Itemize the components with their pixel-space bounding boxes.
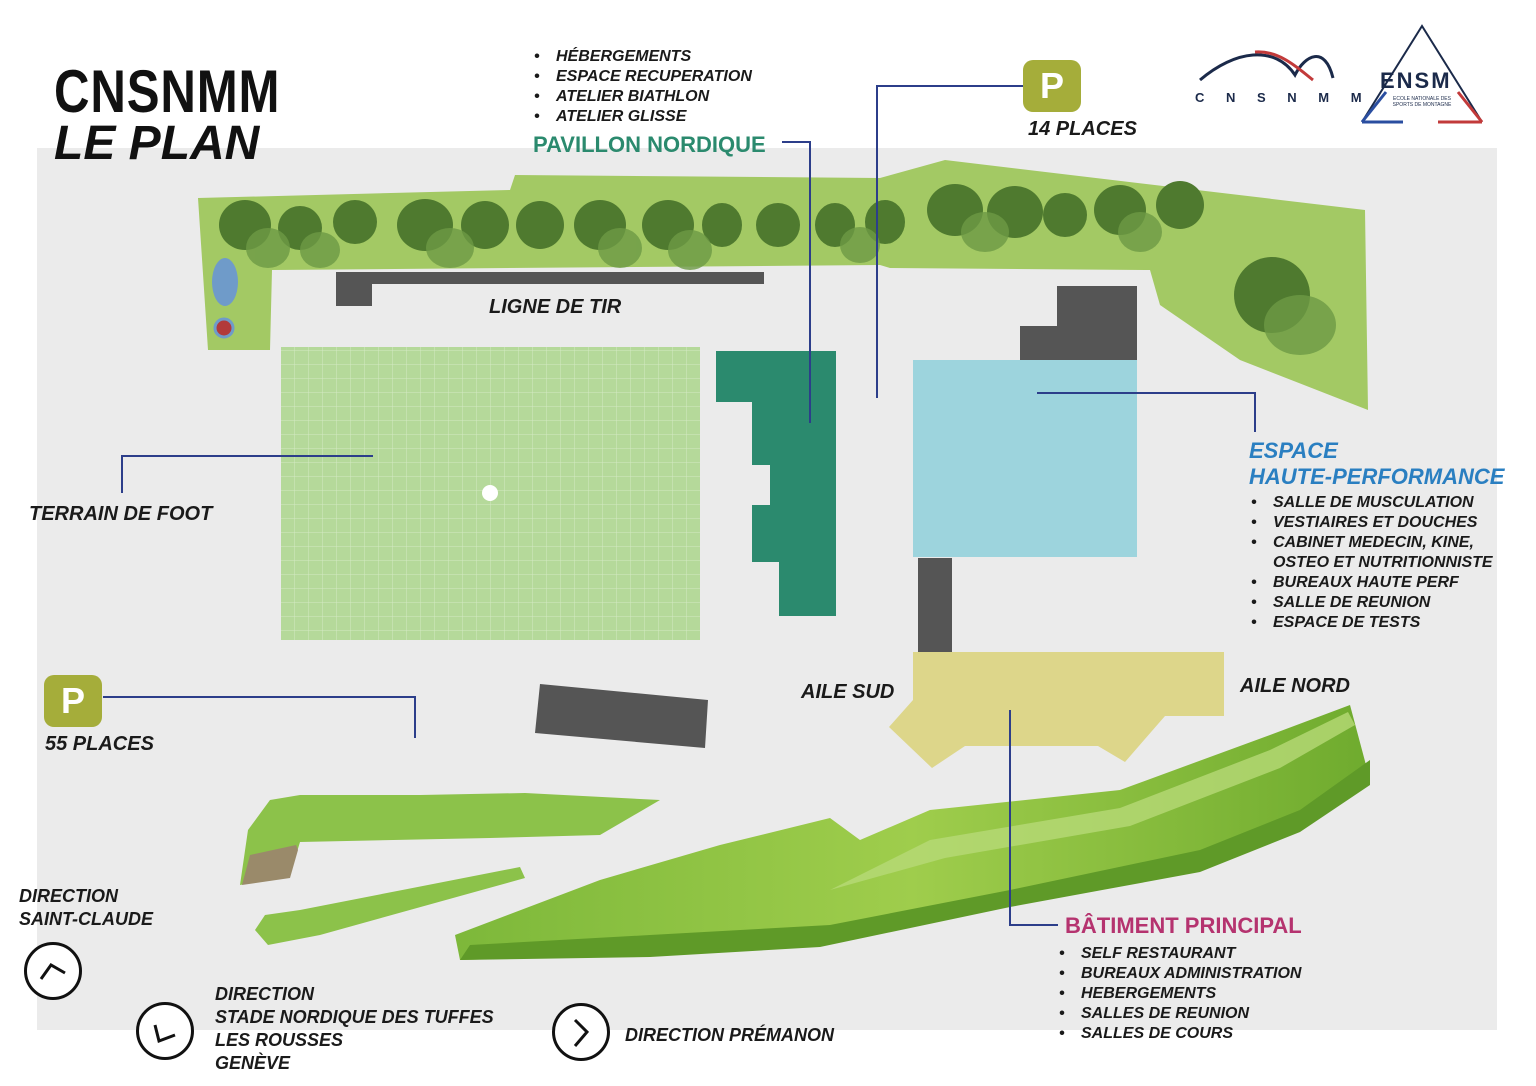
ski-track bbox=[255, 867, 525, 945]
ligne-de-tir-label: LIGNE DE TIR bbox=[489, 296, 622, 318]
list-item: HEBERGEMENTS bbox=[1057, 984, 1301, 1004]
espace-hp-annex bbox=[1020, 286, 1137, 360]
ensm-logo-subtext: ECOLE NATIONALE DES SPORTS DE MONTAGNE bbox=[1392, 96, 1452, 108]
espace-hp-heading-line1: ESPACE bbox=[1249, 438, 1338, 463]
pavillon-heading: PAVILLON NORDIQUE bbox=[533, 132, 766, 157]
hill-main bbox=[455, 705, 1370, 960]
leader-lines bbox=[103, 85, 1256, 926]
direction-tuffes-line: STADE NORDIQUE DES TUFFES bbox=[215, 1007, 494, 1027]
terrain-foot-label: TERRAIN DE FOOT bbox=[29, 503, 213, 525]
pavillon-nordique-building bbox=[716, 351, 836, 616]
parking-top-icon: P bbox=[1023, 60, 1081, 112]
cnsnmm-logo: C N S N M M bbox=[1195, 40, 1362, 105]
list-item: CABINET MEDECIN, KINE, bbox=[1249, 533, 1493, 553]
direction-tuffes-line: GENÈVE bbox=[215, 1053, 291, 1073]
batiment-heading: BÂTIMENT PRINCIPAL bbox=[1065, 913, 1302, 938]
ensm-logo-text: ENSM bbox=[1380, 68, 1452, 93]
page-subtitle: LE PLAN bbox=[54, 117, 260, 170]
direction-arrow-icon bbox=[136, 1002, 194, 1060]
hill-main-highlight bbox=[830, 712, 1355, 890]
batiment-principal-building bbox=[889, 652, 1224, 768]
list-item: HÉBERGEMENTS bbox=[532, 47, 752, 67]
direction-saint-claude-line2: SAINT-CLAUDE bbox=[19, 909, 153, 929]
pavillon-list: HÉBERGEMENTS ESPACE RECUPERATION ATELIER… bbox=[532, 47, 752, 127]
connector-building bbox=[918, 558, 952, 652]
list-item: BUREAUX ADMINISTRATION bbox=[1057, 964, 1301, 984]
page-title: CNSNMM bbox=[54, 58, 281, 125]
pond bbox=[212, 258, 238, 306]
hill-left bbox=[240, 793, 660, 885]
pond-marker bbox=[213, 317, 235, 339]
direction-premanon-label: DIRECTION PRÉMANON bbox=[625, 1025, 835, 1045]
list-item: SELF RESTAURANT bbox=[1057, 944, 1301, 964]
list-item: BUREAUX HAUTE PERF bbox=[1249, 573, 1493, 593]
aile-sud-label: AILE SUD bbox=[801, 681, 895, 703]
direction-tuffes-line: LES ROUSSES bbox=[215, 1030, 344, 1050]
espace-hp-heading: ESPACE HAUTE-PERFORMANCE bbox=[1249, 438, 1504, 490]
parking-left-icon: P bbox=[44, 675, 102, 727]
list-item: SALLES DE COURS bbox=[1057, 1024, 1301, 1044]
list-item: SALLE DE MUSCULATION bbox=[1249, 493, 1493, 513]
terrain-foot-center bbox=[482, 485, 498, 501]
espace-hp-building bbox=[913, 360, 1137, 557]
espace-hp-heading-line2: HAUTE-PERFORMANCE bbox=[1249, 464, 1505, 489]
arrow-right-icon bbox=[573, 1018, 590, 1047]
hill-main-grass bbox=[460, 760, 1370, 960]
ligne-de-tir-bar bbox=[336, 272, 764, 284]
espace-hp-list: SALLE DE MUSCULATION VESTIAIRES ET DOUCH… bbox=[1249, 493, 1493, 633]
arrow-down-left-icon bbox=[153, 1024, 176, 1043]
list-item: OSTEO ET NUTRITIONNISTE bbox=[1273, 554, 1493, 571]
ensm-logo-triangle bbox=[1360, 24, 1484, 124]
tree-shadows bbox=[246, 212, 1336, 355]
list-item: VESTIAIRES ET DOUCHES bbox=[1249, 513, 1493, 533]
list-item: ATELIER BIATHLON bbox=[532, 87, 752, 107]
direction-arrow-icon bbox=[24, 942, 82, 1000]
list-item: ESPACE RECUPERATION bbox=[532, 67, 752, 87]
ligne-de-tir-block bbox=[336, 272, 372, 306]
list-item: SALLE DE REUNION bbox=[1249, 593, 1493, 613]
parking-top-label: 14 PLACES bbox=[1028, 118, 1137, 140]
arrow-up-left-icon bbox=[39, 963, 66, 980]
direction-tuffes-line: DIRECTION bbox=[215, 984, 314, 1004]
ensm-logo: ENSM ECOLE NATIONALE DES SPORTS DE MONTA… bbox=[1358, 22, 1486, 128]
direction-arrow-icon bbox=[552, 1003, 610, 1061]
hill-left-base bbox=[242, 845, 298, 885]
direction-tuffes-label: DIRECTION STADE NORDIQUE DES TUFFES LES … bbox=[215, 983, 494, 1075]
cnsnmm-logo-text: C N S N M M bbox=[1195, 90, 1371, 105]
parking-left-label: 55 PLACES bbox=[45, 733, 154, 755]
cnsnmm-logo-swoosh bbox=[1199, 50, 1335, 82]
aile-nord-label: AILE NORD bbox=[1240, 675, 1350, 697]
grey-building bbox=[535, 684, 708, 748]
list-item: ESPACE DE TESTS bbox=[1249, 613, 1493, 633]
direction-saint-claude-line1: DIRECTION bbox=[19, 886, 118, 906]
batiment-list: SELF RESTAURANT BUREAUX ADMINISTRATION H… bbox=[1057, 944, 1301, 1044]
list-item: ATELIER GLISSE bbox=[532, 107, 752, 127]
list-item: SALLES DE REUNION bbox=[1057, 1004, 1301, 1024]
direction-saint-claude-label: DIRECTION SAINT-CLAUDE bbox=[19, 885, 153, 931]
